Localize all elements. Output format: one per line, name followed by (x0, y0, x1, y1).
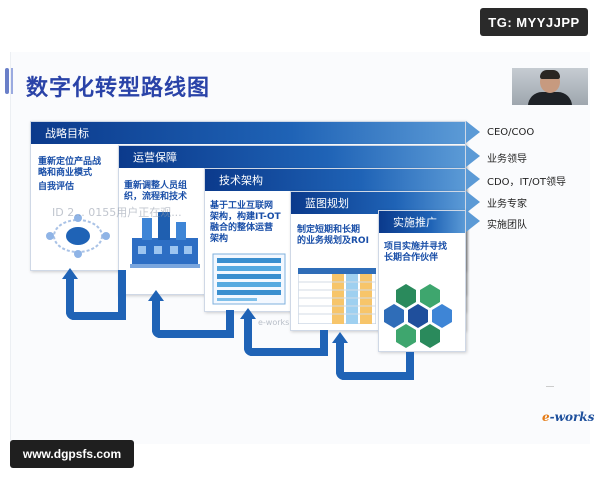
slide-title: 数字化转型路线图 (26, 76, 211, 101)
feedback-arrow-2 (152, 300, 234, 338)
architecture-diagram (212, 253, 286, 305)
blueprint-table (298, 268, 376, 324)
feedback-arrow-1-head (62, 268, 78, 279)
desc-rollout: 项目实施并寻找长期合作伙伴 (384, 242, 448, 263)
band-architecture: 技术架构 (205, 169, 465, 191)
role-strategy: CEO/COO (487, 127, 535, 138)
feedback-arrow-4 (336, 342, 414, 380)
band-blueprint: 蓝图规划 (291, 192, 465, 214)
role-architecture: CDO，IT/OT领导 (487, 177, 566, 188)
feedback-arrow-2-head (148, 290, 164, 301)
feedback-arrow-3-head (240, 308, 256, 319)
band-strategy: 战略目标 (31, 122, 465, 144)
feedback-arrow-3 (244, 318, 328, 356)
feedback-arrow-1-tail (118, 270, 126, 320)
page-mark (546, 386, 554, 390)
arrowhead-operations (466, 145, 480, 167)
arrowhead-rollout (466, 210, 480, 232)
role-rollout: 实施团队 (487, 220, 527, 231)
strategy-diagram (46, 214, 110, 258)
step-card-rollout: 实施推广 (378, 210, 466, 352)
band-operations: 运营保障 (119, 146, 465, 168)
band-rollout: 实施推广 (379, 211, 465, 233)
tg-badge: TG: MYYJJPP (480, 8, 588, 36)
arrowhead-blueprint (466, 191, 480, 213)
arrowhead-architecture (466, 168, 480, 190)
desc-blueprint: 制定短期和长期的业务规划及ROI (297, 225, 369, 246)
role-blueprint: 业务专家 (487, 199, 527, 210)
feedback-arrow-4-tail (406, 352, 414, 380)
url-badge: www.dgpsfs.com (10, 440, 134, 468)
factory-illustration (130, 212, 200, 268)
desc-strategy: 重新定位产品战略和商业模式自我评估 (38, 157, 102, 192)
desc-operations: 重新调整人员组织，流程和技术 (124, 181, 188, 202)
rollout-hexagons (384, 284, 452, 348)
role-operations: 业务领导 (487, 154, 527, 165)
feedback-arrow-3-tail (320, 330, 328, 356)
title-accent-bar-thin (11, 68, 13, 94)
title-accent-bar (5, 68, 9, 94)
feedback-arrow-1 (66, 278, 126, 320)
viewer-watermark: ID 2... 0155用户正在观... (52, 206, 182, 219)
feedback-arrow-2-tail (226, 310, 234, 338)
webcam-video (512, 68, 588, 105)
eworks-logo: e-works (542, 410, 595, 424)
feedback-arrow-4-head (332, 332, 348, 343)
eworks-watermark: e-works (258, 318, 290, 327)
arrowhead-strategy (466, 121, 480, 143)
